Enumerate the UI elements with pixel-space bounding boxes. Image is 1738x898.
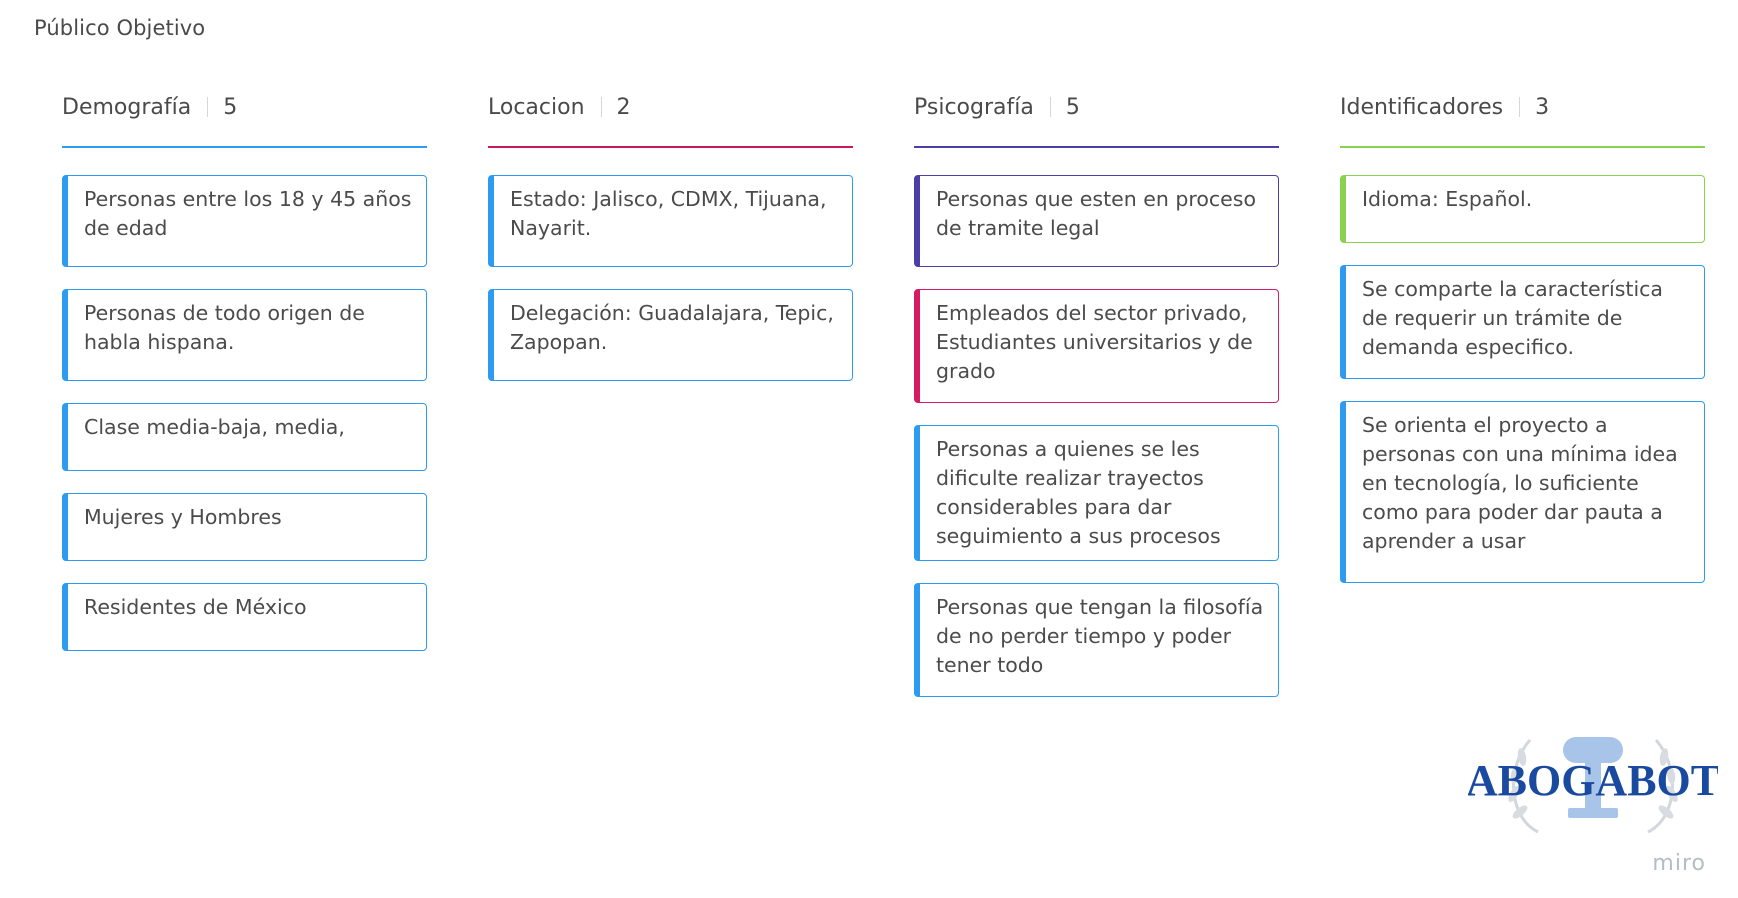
column-color-rule [62,146,427,148]
column-identificadores[interactable]: Identificadores 3 Idioma: Español. Se co… [1340,92,1705,605]
card-text: Personas entre los 18 y 45 años de edad [84,187,412,240]
card-list: Personas entre los 18 y 45 años de edad … [62,175,427,651]
card-text: Personas que esten en proceso de tramite… [936,187,1256,240]
column-count: 5 [1065,94,1080,120]
card-text: Estado: Jalisco, CDMX, Tijuana, Nayarit. [510,187,827,240]
sticky-card[interactable]: Personas que tengan la filosofía de no p… [914,583,1279,697]
card-text: Residentes de México [84,595,307,619]
column-separator [600,97,602,117]
sticky-card[interactable]: Personas a quienes se les dificulte real… [914,425,1279,561]
sticky-card[interactable]: Personas que esten en proceso de tramite… [914,175,1279,267]
card-text: Personas que tengan la filosofía de no p… [936,595,1264,677]
sticky-card[interactable]: Estado: Jalisco, CDMX, Tijuana, Nayarit. [488,175,853,267]
column-title: Psicografía [914,94,1034,120]
sticky-card[interactable]: Residentes de México [62,583,427,651]
column-header[interactable]: Identificadores 3 [1340,92,1705,122]
card-text: Empleados del sector privado, Estudiante… [936,301,1253,383]
sticky-card[interactable]: Se comparte la característica de requeri… [1340,265,1705,379]
card-list: Personas que esten en proceso de tramite… [914,175,1279,697]
column-title: Locacion [488,94,585,120]
sticky-card[interactable]: Se orienta el proyecto a personas con un… [1340,401,1705,583]
card-list: Estado: Jalisco, CDMX, Tijuana, Nayarit.… [488,175,853,381]
card-text: Personas de todo origen de habla hispana… [84,301,365,354]
column-header[interactable]: Locacion 2 [488,92,853,122]
column-count: 5 [223,94,238,120]
card-text: Personas a quienes se les dificulte real… [936,437,1221,548]
column-separator [1049,97,1051,117]
column-color-rule [1340,146,1705,148]
sticky-card[interactable]: Mujeres y Hombres [62,493,427,561]
miro-watermark: miro [1652,851,1706,876]
sticky-card[interactable]: Personas entre los 18 y 45 años de edad [62,175,427,267]
card-text: Mujeres y Hombres [84,505,282,529]
column-count: 2 [616,94,631,120]
sticky-card[interactable]: Delegación: Guadalajara, Tepic, Zapopan. [488,289,853,381]
column-color-rule [488,146,853,148]
column-separator [207,97,209,117]
column-color-rule [914,146,1279,148]
card-text: Se orienta el proyecto a personas con un… [1362,413,1678,553]
sticky-card[interactable]: Empleados del sector privado, Estudiante… [914,289,1279,403]
column-title: Demografía [62,94,192,120]
column-header[interactable]: Psicografía 5 [914,92,1279,122]
card-list: Idioma: Español. Se comparte la caracter… [1340,175,1705,583]
column-locacion[interactable]: Locacion 2 Estado: Jalisco, CDMX, Tijuan… [488,92,853,403]
column-header[interactable]: Demografía 5 [62,92,427,122]
sticky-card[interactable]: Idioma: Español. [1340,175,1705,243]
column-psicografia[interactable]: Psicografía 5 Personas que esten en proc… [914,92,1279,719]
card-text: Delegación: Guadalajara, Tepic, Zapopan. [510,301,834,354]
board-title: Público Objetivo [34,16,206,40]
column-demografia[interactable]: Demografía 5 Personas entre los 18 y 45 … [62,92,427,673]
sticky-card[interactable]: Clase media-baja, media, [62,403,427,471]
column-separator [1519,97,1521,117]
logo-text: ABOGABOT [1468,756,1718,805]
gavel-laurel-icon: ABOGABOT [1466,737,1720,834]
column-title: Identificadores [1340,94,1504,120]
card-text: Clase media-baja, media, [84,415,345,439]
column-count: 3 [1535,94,1550,120]
sticky-card[interactable]: Personas de todo origen de habla hispana… [62,289,427,381]
abogabot-logo: ABOGABOT [1466,722,1720,852]
card-text: Se comparte la característica de requeri… [1362,277,1663,359]
card-text: Idioma: Español. [1362,187,1533,211]
